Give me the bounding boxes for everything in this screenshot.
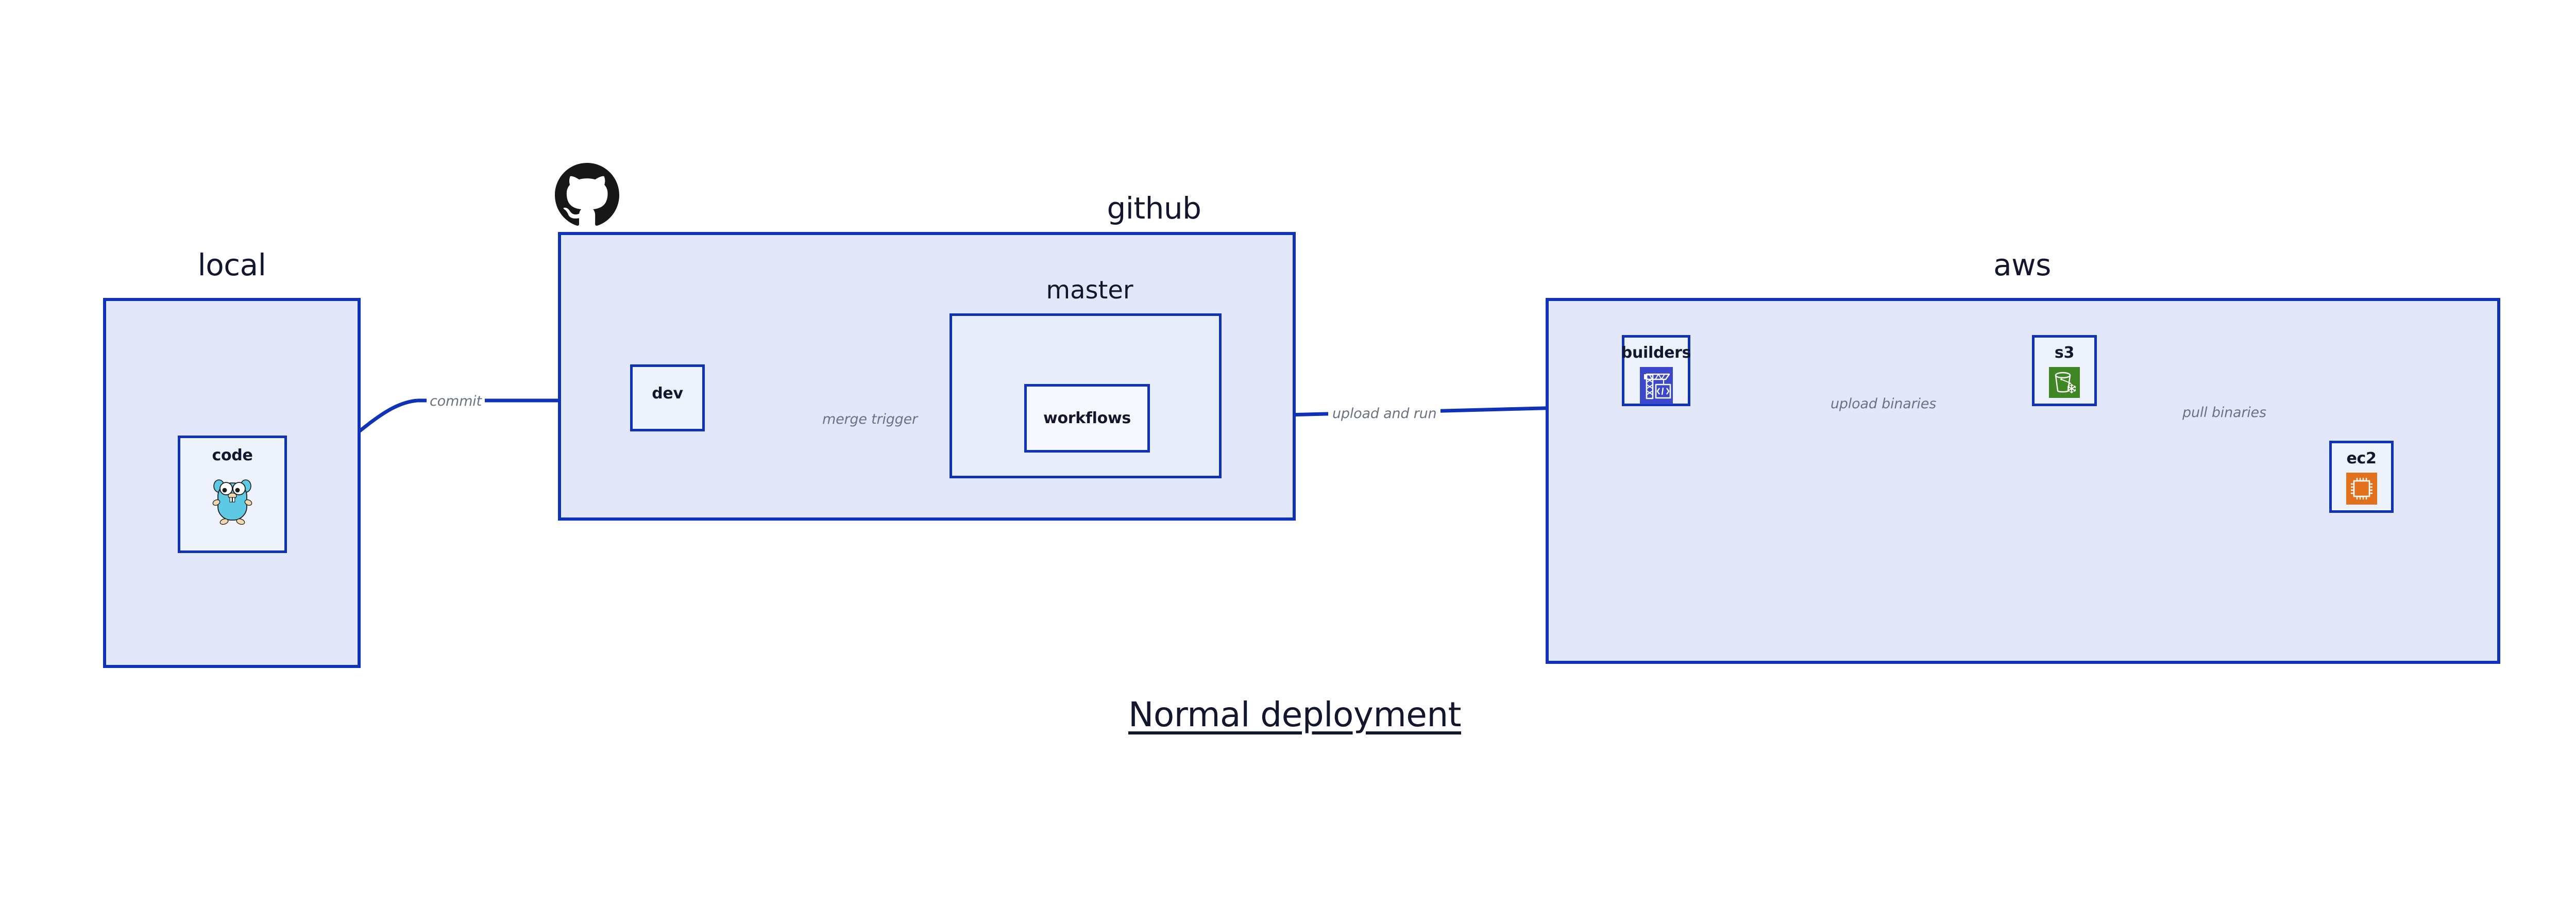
codebuild-crane-icon [1639,367,1673,404]
node-label-builders: builders [1621,344,1691,362]
edge-label-commit: commit [427,393,485,409]
node-label-workflows: workflows [1043,409,1131,427]
go-gopher-icon [211,472,254,525]
edge-label-pull-binaries: pull binaries [2178,405,2270,421]
group-label-github: github [1107,191,1201,226]
s3-bucket-icon [2049,367,2080,398]
node-label-dev: dev [652,385,683,403]
node-ec2[interactable]: ec2 [2329,441,2394,513]
node-code[interactable]: code [178,436,287,553]
node-s3[interactable]: s3 [2032,335,2097,406]
node-label-ec2: ec2 [2346,449,2377,467]
group-label-aws: aws [1993,247,2051,282]
node-label-s3: s3 [2054,344,2075,362]
edge-label-upload-binaries: upload binaries [1826,396,1941,412]
group-label-local: local [197,247,266,282]
node-workflows[interactable]: workflows [1024,384,1150,453]
node-builders[interactable]: builders [1621,335,1691,406]
node-label-code: code [212,446,253,464]
edge-label-merge-trigger: merge trigger [818,411,922,427]
subgroup-label-master: master [1046,276,1133,305]
diagram-title: Normal deployment [1128,695,1462,734]
node-dev[interactable]: dev [630,364,705,431]
ec2-chip-icon [2346,473,2377,505]
github-octocat-icon [555,163,619,227]
edge-label-upload-and-run: upload and run [1328,406,1441,422]
